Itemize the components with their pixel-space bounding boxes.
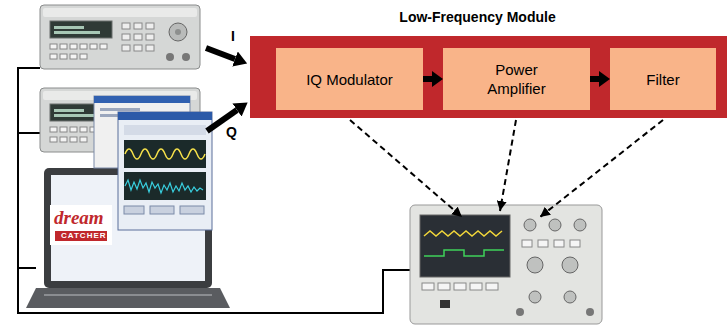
logo-text: CATCHER <box>61 231 107 241</box>
scope-knob <box>529 291 541 303</box>
oscilloscope <box>410 205 602 324</box>
scope-button <box>538 240 548 247</box>
scope-trace <box>424 250 504 256</box>
scope-button <box>522 240 532 247</box>
scope-knob <box>564 291 576 303</box>
process-box: Power Amplifier <box>443 48 590 110</box>
flow-arrow <box>590 76 599 82</box>
scope-knob <box>527 257 543 273</box>
logo-text: dream <box>54 207 104 229</box>
scope-connector <box>516 308 524 316</box>
process-box: Filter <box>610 48 716 110</box>
scope-trace-panel <box>124 172 206 200</box>
laptop-base <box>26 288 230 308</box>
scope-body <box>410 205 602 324</box>
process-box: IQ Modulator <box>276 48 423 110</box>
signal-label: I <box>231 28 235 44</box>
scope-knob <box>574 219 586 231</box>
logo-ground <box>50 205 112 245</box>
scope-knob <box>549 219 561 231</box>
window-button <box>180 206 204 214</box>
software-window <box>118 112 212 230</box>
module-band: Low-Frequency ModuleIQ ModulatorPower Am… <box>250 36 727 118</box>
window-button <box>150 206 174 214</box>
box-label: Filter <box>646 70 679 89</box>
module-title: Low-Frequency Module <box>250 9 727 26</box>
softkey <box>454 283 466 290</box>
signal-arrow <box>206 48 235 59</box>
signal-label: Q <box>226 124 237 140</box>
window-detail <box>100 108 140 111</box>
logo-band <box>55 231 107 241</box>
box-label: IQ Modulator <box>306 70 393 89</box>
softkey <box>438 283 450 290</box>
box-label: Power Amplifier <box>469 60 564 98</box>
scope-trace-panel <box>124 140 206 168</box>
scope-knob <box>562 257 578 273</box>
scope-button <box>554 240 564 247</box>
waveform <box>125 149 205 159</box>
window-toolbar <box>124 125 206 135</box>
flow-arrow <box>423 76 432 82</box>
softkey <box>470 283 482 290</box>
scope-button <box>570 240 580 247</box>
function-generator <box>40 5 200 69</box>
probe-arrow <box>350 120 462 217</box>
keyboard <box>44 294 212 296</box>
probe-arrow <box>500 120 516 211</box>
scope-knob <box>524 219 536 231</box>
scope-connector <box>586 308 594 316</box>
scope-screen <box>420 215 510 277</box>
window-button <box>124 206 144 214</box>
window-title-bar <box>118 112 212 120</box>
power-button <box>440 300 450 308</box>
laptop <box>26 96 230 308</box>
softkey <box>422 283 434 290</box>
scope-trace <box>424 231 502 236</box>
window-title-bar <box>94 96 190 103</box>
waveform <box>125 180 203 193</box>
softkey <box>486 283 498 290</box>
probe-arrow <box>540 120 663 217</box>
